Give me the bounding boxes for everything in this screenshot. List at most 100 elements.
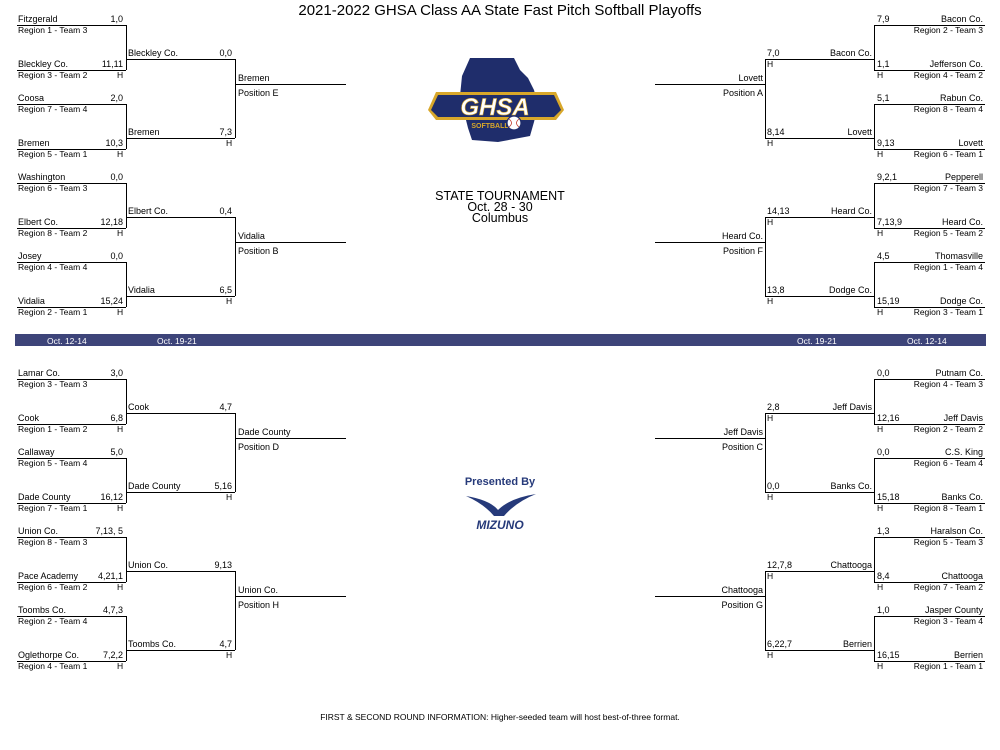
team-name[interactable]: Jasper County xyxy=(924,605,983,615)
round2-team-name[interactable]: Dodge Co. xyxy=(828,285,872,295)
host-mark: H xyxy=(767,413,774,423)
position-label: Position D xyxy=(238,442,280,452)
sectional-winner-name[interactable]: Bremen xyxy=(238,73,270,83)
team-score: 12,16 xyxy=(877,413,900,423)
round2-team-name[interactable]: Cook xyxy=(128,402,150,412)
sectional-winner-name[interactable]: Heard Co. xyxy=(721,231,763,241)
sectional-winner-name[interactable]: Vidalia xyxy=(238,231,265,241)
team-score: 7,13,9 xyxy=(877,217,903,227)
team-line xyxy=(874,70,985,71)
team-name[interactable]: Vidalia xyxy=(18,296,45,306)
sectional-winner-name[interactable]: Lovett xyxy=(738,73,763,83)
sectional-winner-name[interactable]: Chattooga xyxy=(721,585,763,595)
host-mark: H xyxy=(767,217,774,227)
team-line xyxy=(874,183,985,184)
team-score: 1,0 xyxy=(877,605,890,615)
sectional-winner-line xyxy=(655,596,765,597)
round2-team-name[interactable]: Bremen xyxy=(128,127,160,137)
team-name[interactable]: Bacon Co. xyxy=(940,14,983,24)
round2-line xyxy=(126,59,235,60)
bracket-connector xyxy=(126,104,127,149)
team-name[interactable]: Chattooga xyxy=(941,571,983,581)
team-name[interactable]: Bremen xyxy=(18,138,50,148)
team-line xyxy=(874,616,985,617)
team-seed: Region 4 - Team 4 xyxy=(18,262,88,272)
host-mark: H xyxy=(117,70,124,80)
round2-score: 7,3 xyxy=(219,127,232,137)
host-mark: H xyxy=(767,571,774,581)
team-name[interactable]: Oglethorpe Co. xyxy=(18,650,80,660)
team-score: 10,3 xyxy=(105,138,123,148)
team-name[interactable]: Washington xyxy=(18,172,66,182)
round2-team-name[interactable]: Dade County xyxy=(128,481,181,491)
team-name[interactable]: Union Co. xyxy=(18,526,59,536)
round2-team-name[interactable]: Toombs Co. xyxy=(128,639,177,649)
round2-team-name[interactable]: Banks Co. xyxy=(830,481,872,491)
presented-by-label: Presented By xyxy=(464,476,536,488)
round2-team-name[interactable]: Jeff Davis xyxy=(832,402,872,412)
bracket-connector xyxy=(765,571,766,650)
ghsa-logo-text: GHSA xyxy=(460,94,529,121)
team-name[interactable]: Josey xyxy=(18,251,42,261)
host-mark: H xyxy=(877,661,884,671)
team-line xyxy=(874,661,985,662)
team-name[interactable]: Pepperell xyxy=(944,172,983,182)
sectional-winner-name[interactable]: Union Co. xyxy=(238,585,279,595)
team-seed: Region 5 - Team 1 xyxy=(18,149,88,159)
team-name[interactable]: Lovett xyxy=(958,138,983,148)
team-name[interactable]: Cook xyxy=(18,413,40,423)
team-name[interactable]: Dade County xyxy=(18,492,71,502)
round2-line xyxy=(126,650,235,651)
team-name[interactable]: Elbert Co. xyxy=(18,217,59,227)
round2-line xyxy=(126,571,235,572)
team-name[interactable]: Rabun Co. xyxy=(939,93,983,103)
round2-team-name[interactable]: Elbert Co. xyxy=(128,206,169,216)
team-name[interactable]: Heard Co. xyxy=(941,217,983,227)
team-name[interactable]: Callaway xyxy=(18,447,55,457)
team-name[interactable]: Dodge Co. xyxy=(939,296,983,306)
round2-team-name[interactable]: Vidalia xyxy=(128,285,155,295)
sectional-winner-name[interactable]: Dade County xyxy=(238,427,291,437)
position-label: Position E xyxy=(238,88,279,98)
team-line xyxy=(874,458,985,459)
team-name[interactable]: Putnam Co. xyxy=(935,368,983,378)
round2-line xyxy=(126,296,235,297)
team-name[interactable]: Bleckley Co. xyxy=(18,59,69,69)
team-name[interactable]: Jefferson Co. xyxy=(929,59,983,69)
round2-team-name[interactable]: Heard Co. xyxy=(830,206,872,216)
round2-team-name[interactable]: Chattooga xyxy=(830,560,872,570)
position-label: Position C xyxy=(721,442,763,452)
team-name[interactable]: Lamar Co. xyxy=(18,368,61,378)
team-seed: Region 2 - Team 2 xyxy=(913,424,983,434)
round2-team-name[interactable]: Union Co. xyxy=(128,560,169,570)
team-name[interactable]: Pace Academy xyxy=(18,571,79,581)
round1-date-right: Oct. 12-14 xyxy=(907,336,947,346)
round2-team-name[interactable]: Bacon Co. xyxy=(829,48,872,58)
team-line xyxy=(874,503,985,504)
team-name[interactable]: Berrien xyxy=(953,650,983,660)
team-seed: Region 6 - Team 4 xyxy=(913,458,983,468)
team-name[interactable]: Jeff Davis xyxy=(943,413,983,423)
team-line xyxy=(17,379,126,380)
team-name[interactable]: Fitzgerald xyxy=(18,14,58,24)
team-seed: Region 1 - Team 3 xyxy=(18,25,88,35)
position-label: Position F xyxy=(722,246,763,256)
team-name[interactable]: C.S. King xyxy=(944,447,983,457)
team-line xyxy=(17,424,126,425)
team-name[interactable]: Coosa xyxy=(18,93,45,103)
bracket-connector xyxy=(874,262,875,307)
round2-team-name[interactable]: Bleckley Co. xyxy=(128,48,179,58)
team-score: 0,0 xyxy=(877,447,890,457)
sectional-winner-name[interactable]: Jeff Davis xyxy=(723,427,763,437)
round2-team-name[interactable]: Berrien xyxy=(842,639,872,649)
team-line xyxy=(874,307,985,308)
team-name[interactable]: Haralson Co. xyxy=(930,526,983,536)
round2-score: 2,8 xyxy=(767,402,780,412)
sectional-winner-line xyxy=(655,438,765,439)
mizuno-logo: MIZUNO xyxy=(460,490,540,532)
team-name[interactable]: Banks Co. xyxy=(941,492,983,502)
team-name[interactable]: Thomasville xyxy=(934,251,983,261)
round2-team-name[interactable]: Lovett xyxy=(847,127,872,137)
host-mark: H xyxy=(117,228,124,238)
team-name[interactable]: Toombs Co. xyxy=(18,605,67,615)
